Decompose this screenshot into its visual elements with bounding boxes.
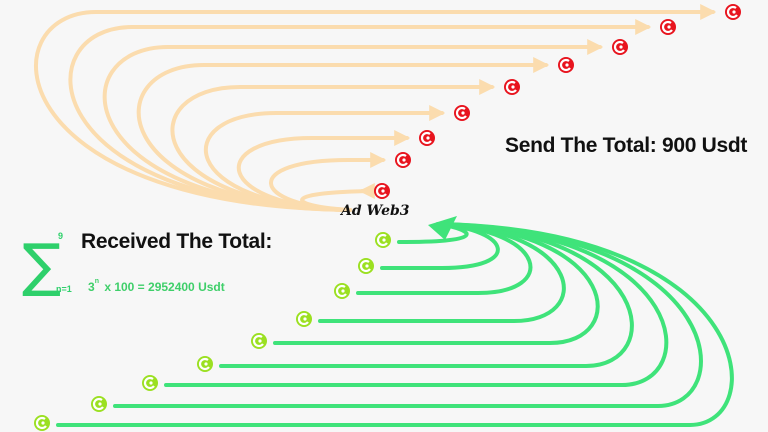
red-coin-icon: [504, 79, 520, 95]
green-coin-icon: [197, 356, 213, 372]
received-total-label: Received The Total:: [81, 230, 273, 253]
green-coin-icon: [296, 311, 312, 327]
red-coin-icon: [395, 152, 411, 168]
receive-arrow: [56, 222, 734, 427]
green-coin-icon: [358, 258, 374, 274]
red-coin-icon: [419, 130, 435, 146]
green-coin-icon: [91, 396, 107, 412]
sigma-symbol: ∑: [22, 231, 62, 299]
red-coin-icon: [374, 183, 390, 199]
sum-upper-bound: 9: [58, 231, 64, 241]
red-coin-icon: [612, 39, 628, 55]
formula-base: 3: [88, 280, 95, 294]
send-icons: [374, 4, 741, 199]
red-coin-icon: [454, 105, 470, 121]
send-total-label: Send The Total: 900 Usdt: [505, 134, 748, 157]
send-arrows: [33, 4, 717, 212]
green-coin-icon: [375, 232, 391, 248]
green-coin-icon: [251, 333, 267, 349]
brand-logo: Ad Web3: [341, 203, 410, 219]
green-coin-icon: [142, 375, 158, 391]
red-coin-icon: [558, 57, 574, 73]
green-coin-icon: [34, 415, 50, 431]
formula-exponent: n: [94, 278, 99, 285]
red-coin-icon: [725, 4, 741, 20]
green-coin-icon: [334, 283, 350, 299]
sum-lower-bound: n=1: [56, 284, 72, 294]
receive-icons: [34, 232, 391, 431]
sum-formula: 3n x 100 = 2952400 Usdt: [88, 278, 225, 294]
send-arrow: [33, 4, 717, 212]
formula-rest: x 100 = 2952400 Usdt: [104, 280, 225, 294]
receive-arrows: [56, 222, 734, 427]
red-coin-icon: [660, 19, 676, 35]
receive-arrowhead: [428, 216, 457, 240]
